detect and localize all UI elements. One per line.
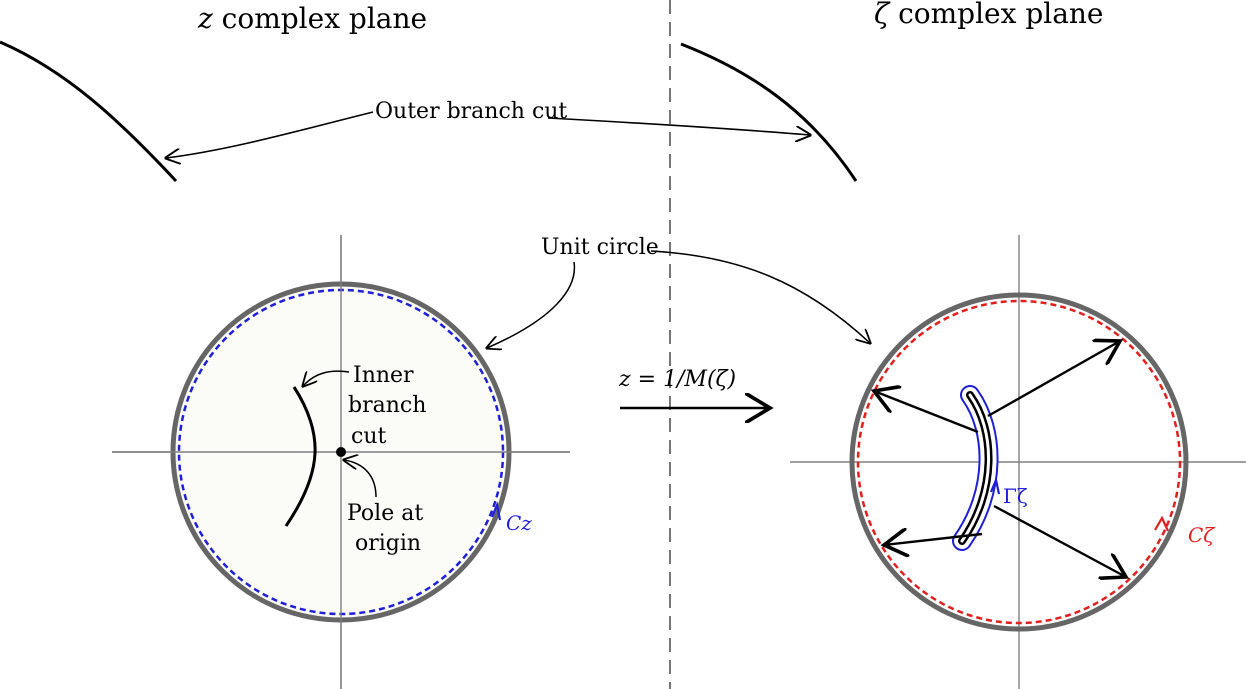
unit-circle-right-arrow: [650, 250, 870, 343]
outer-branch-cut-left-arrow: [166, 111, 374, 158]
left-inner-branch-cut: [284, 386, 317, 527]
left-plane-title-text: complex plane: [213, 2, 427, 35]
pole-at-origin-marker: [336, 447, 346, 457]
right-arrow-upper-right: [987, 341, 1120, 418]
pole-arrow: [344, 460, 377, 498]
left-contour-label: Cz: [506, 511, 532, 535]
right-contour-direction-marker: [1154, 515, 1169, 532]
right-arrow-lower-left: [884, 534, 983, 545]
left-plane-title: z complex plane: [197, 2, 427, 35]
inner-branch-cut-label-line-1: Inner: [353, 363, 414, 388]
gamma-zeta-direction-marker: [989, 476, 1001, 495]
left-outer-branch-cut: [0, 40, 178, 183]
right-unit-circle: [849, 292, 1189, 632]
outer-branch-cut-right-arrow: [547, 117, 810, 135]
gamma-zeta-label-text: Γζ: [1003, 484, 1028, 508]
unit-circle-label: Unit circle: [541, 235, 659, 260]
left-contour-label-text: Cz: [506, 511, 532, 535]
inner-branch-cut-label-line-2: branch: [348, 393, 426, 418]
right-contour-label-text: Cζ: [1188, 523, 1215, 547]
mapping-equation: z = 1/M(ζ): [618, 367, 736, 392]
right-outer-branch-cut: [680, 42, 858, 182]
unit-circle-left-arrow: [487, 261, 576, 348]
inner-branch-cut-arrow: [303, 370, 350, 386]
left-contour-direction-marker: [490, 501, 502, 521]
right-plane-title-text: complex plane: [889, 0, 1103, 30]
gamma-zeta-label: Γζ: [1003, 484, 1028, 508]
pole-label-line-1: Pole at: [347, 501, 423, 526]
right-plane-title: ζ complex plane: [874, 0, 1104, 30]
pole-label-line-2: origin: [355, 531, 421, 556]
outer-branch-cut-label: Outer branch cut: [375, 99, 567, 124]
right-arrow-upper-left: [874, 391, 979, 434]
right-plane-title-variable: ζ: [874, 0, 891, 30]
left-plane-title-variable: z: [197, 2, 213, 35]
right-contour-circle: [856, 299, 1182, 625]
right-contour-label: Cζ: [1188, 523, 1215, 547]
right-branch-cut-white-center: [960, 393, 991, 543]
right-arrow-lower-right: [993, 504, 1126, 577]
inner-branch-cut-label-line-3: cut: [351, 424, 386, 449]
